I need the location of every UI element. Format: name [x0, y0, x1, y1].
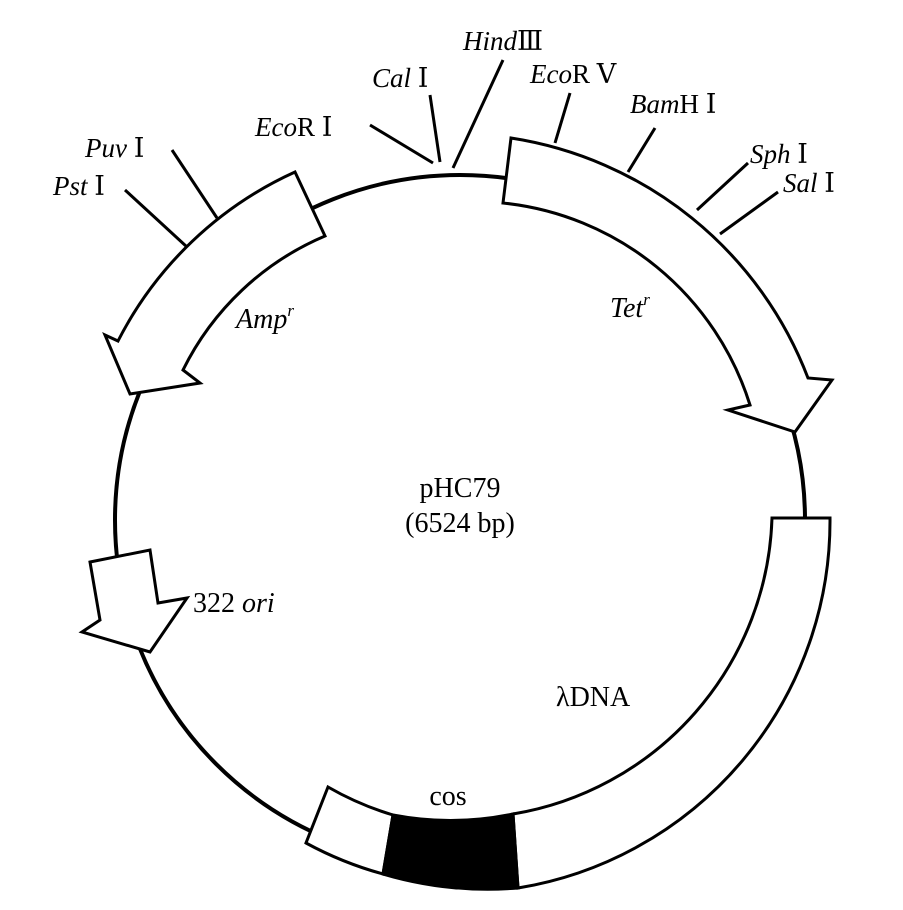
calI-site-line	[428, 94, 442, 163]
pstI-label: Pst Ⅰ	[52, 171, 105, 201]
sphI-label: Sph Ⅰ	[750, 139, 808, 169]
hindIII-label: HindⅢ	[462, 26, 543, 56]
lambda-dna-region	[511, 516, 832, 890]
calI-label: Cal Ⅰ	[372, 63, 428, 93]
ori-label: 322 ori	[193, 588, 275, 619]
sphI-site-line	[695, 161, 750, 212]
puvI-label: Puv Ⅰ	[84, 133, 144, 163]
tet-label: Tetr	[610, 290, 650, 324]
ori-arrow	[78, 548, 191, 654]
cos-site	[381, 812, 520, 891]
amp-resistance-gene-arrow	[102, 170, 328, 396]
bamHI-label: BamH Ⅰ	[630, 89, 716, 119]
ecoRV-site-line	[553, 92, 572, 144]
salI-site-line	[719, 190, 779, 236]
plasmid-name: pHC79	[420, 473, 501, 504]
ecoRI-label: EcoR Ⅰ	[254, 112, 332, 142]
plasmid-size: (6524 bp)	[405, 508, 515, 539]
ecoRI-site-line	[369, 123, 434, 165]
cos-left-block	[304, 784, 395, 876]
cos-label: cos	[429, 781, 466, 812]
amp-label: Ampr	[234, 301, 294, 335]
puvI-site-line	[170, 149, 219, 219]
hindIII-site-line	[451, 59, 505, 169]
lambda-dna-label: λDNA	[556, 682, 631, 713]
tet-resistance-gene-arrow	[501, 136, 835, 434]
salI-label: Sal Ⅰ	[783, 168, 835, 198]
bamHI-site-line	[626, 127, 657, 173]
ecoRV-label: EcoR Ⅴ	[529, 59, 617, 89]
pstI-site-line	[123, 188, 189, 249]
